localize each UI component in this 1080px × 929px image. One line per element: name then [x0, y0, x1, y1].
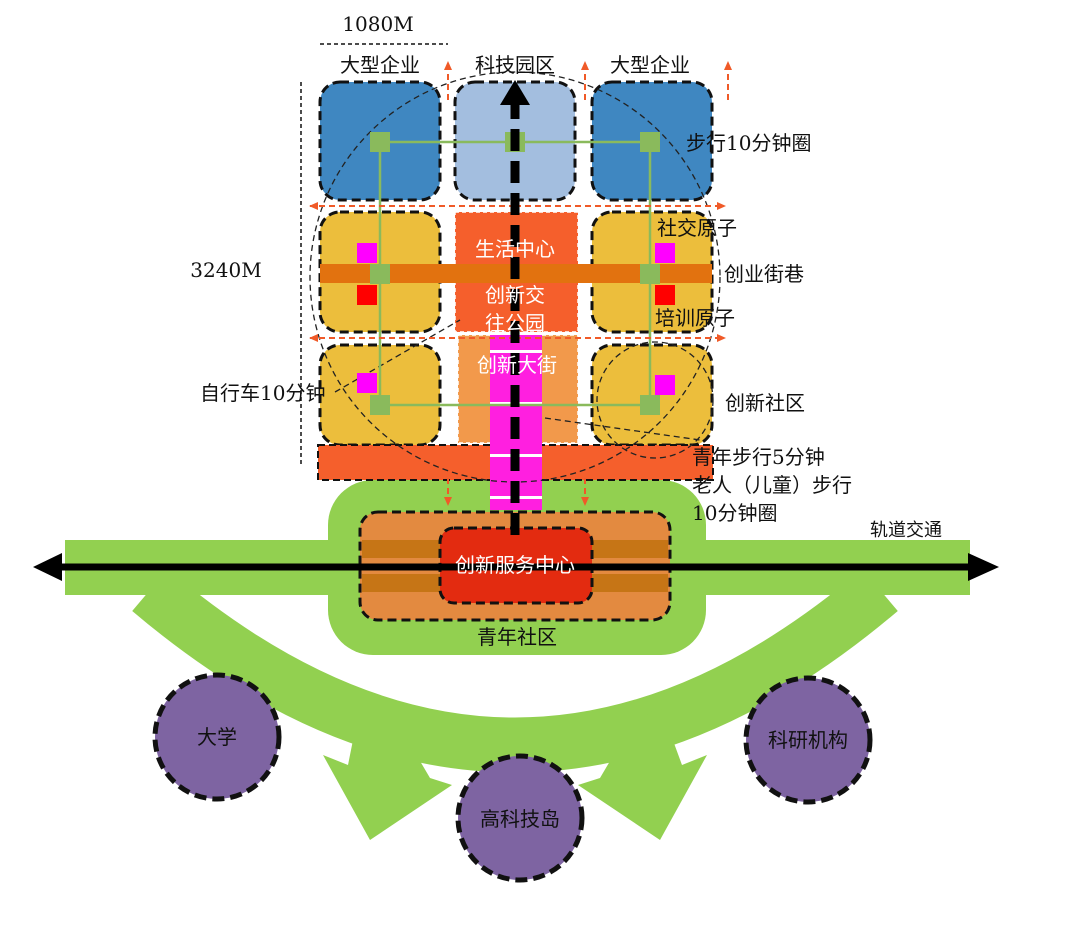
label-university: 大学	[197, 725, 237, 749]
label-enterprise-right: 大型企业	[610, 53, 690, 77]
label-tech-park: 科技园区	[475, 53, 555, 77]
research-institute-node	[743, 675, 873, 805]
central-axis-arrowhead	[500, 80, 530, 105]
green-arc-band	[132, 569, 898, 773]
label-research-institute: 科研机构	[768, 728, 848, 752]
label-elder-walk-1: 老人（儿童）步行	[692, 473, 852, 497]
bike-pointer-line	[334, 319, 461, 393]
road-arrows	[309, 61, 732, 506]
social-atom-right	[655, 243, 675, 263]
label-youth-community: 青年社区	[477, 625, 557, 649]
label-bike-10min: 自行车10分钟	[200, 381, 325, 405]
label-innovation-park-2: 往公园	[485, 311, 545, 335]
label-innovation-street: 创新大街	[477, 353, 557, 377]
green-arrow-left	[323, 705, 452, 840]
label-social-atom: 社交原子	[657, 216, 737, 240]
label-innovation-park-1: 创新交	[485, 283, 545, 307]
label-life-center: 生活中心	[475, 237, 555, 261]
path-nodes	[370, 132, 660, 415]
label-walk-10min: 步行10分钟圈	[686, 131, 811, 155]
height-dimension-label: 3240M	[190, 258, 261, 282]
label-rail-transit: 轨道交通	[870, 520, 942, 541]
university-node	[152, 672, 282, 802]
green-arrow-right	[578, 705, 707, 840]
community-atom-left	[357, 373, 377, 393]
social-atom-left	[357, 243, 377, 263]
label-service-center: 创新服务中心	[455, 553, 575, 577]
label-youth-walk-5min: 青年步行5分钟	[692, 445, 825, 469]
label-innovation-community: 创新社区	[725, 391, 805, 415]
rail-arrowhead-right	[968, 553, 999, 581]
walk-pointer-line	[544, 417, 701, 441]
hitech-island-node	[455, 753, 585, 883]
label-enterprise-left: 大型企业	[340, 53, 420, 77]
width-dimension-label: 1080M	[342, 12, 413, 36]
label-training-atom: 培训原子	[655, 306, 735, 330]
rail-arrowhead-left	[33, 553, 62, 581]
training-atom-left	[357, 285, 377, 305]
label-startup-lane: 创业街巷	[724, 262, 804, 286]
community-atom-right	[655, 375, 675, 395]
label-elder-walk-2: 10分钟圈	[692, 501, 777, 525]
training-atom-right	[655, 285, 675, 305]
youth-walk-5min-circle	[596, 341, 714, 459]
label-hitech-island: 高科技岛	[480, 807, 560, 831]
